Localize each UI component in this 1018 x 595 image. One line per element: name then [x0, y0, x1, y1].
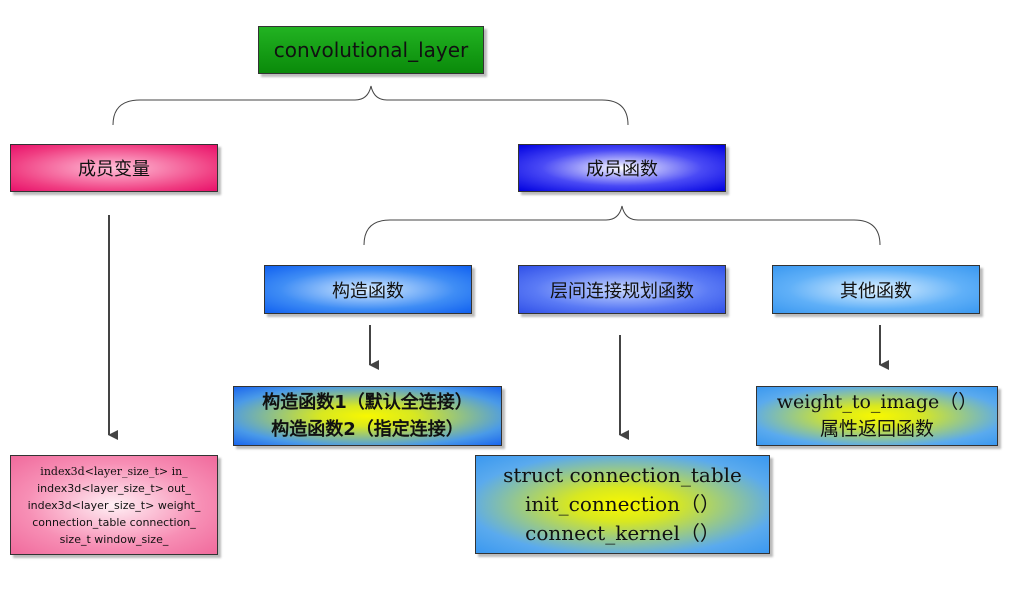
- connection-item: struct connection_table: [503, 463, 742, 487]
- connection-label: 层间连接规划函数: [550, 280, 694, 302]
- other-label: 其他函数: [840, 280, 912, 302]
- connection-list: struct connection_table init_connection（…: [475, 455, 770, 554]
- root-label: convolutional_layer: [273, 38, 469, 62]
- connection-item: init_connection（）: [524, 492, 721, 516]
- brace-functions: [363, 205, 881, 246]
- members-list: index3d<layer_size_t> in_ index3d<layer_…: [10, 455, 218, 555]
- constructor-item: 构造函数1（默认全连接）: [262, 392, 473, 413]
- other-item: weight_to_image（）: [776, 391, 978, 413]
- other-node: 其他函数: [772, 265, 980, 314]
- constructor-label: 构造函数: [332, 280, 404, 302]
- connection-item: connect_kernel（）: [525, 521, 720, 545]
- members-node: 成员变量: [10, 144, 218, 192]
- functions-label: 成员函数: [586, 159, 658, 180]
- member-item: index3d<layer_size_t> out_: [37, 481, 191, 495]
- member-item: size_t window_size_: [59, 532, 169, 546]
- brace-root: [112, 85, 629, 126]
- constructor-item: 构造函数2（指定连接）: [271, 419, 464, 440]
- constructor-node: 构造函数: [264, 265, 472, 314]
- member-item: index3d<layer_size_t> in_: [40, 464, 188, 478]
- member-item: index3d<layer_size_t> weight_: [27, 498, 201, 512]
- functions-node: 成员函数: [518, 144, 726, 192]
- member-item: connection_table connection_: [32, 515, 196, 529]
- members-label: 成员变量: [78, 159, 150, 180]
- connection-node: 层间连接规划函数: [518, 265, 726, 314]
- root-node: convolutional_layer: [258, 26, 484, 74]
- other-list: weight_to_image（） 属性返回函数: [756, 386, 998, 446]
- constructor-list: 构造函数1（默认全连接） 构造函数2（指定连接）: [233, 386, 502, 446]
- other-item: 属性返回函数: [819, 418, 934, 440]
